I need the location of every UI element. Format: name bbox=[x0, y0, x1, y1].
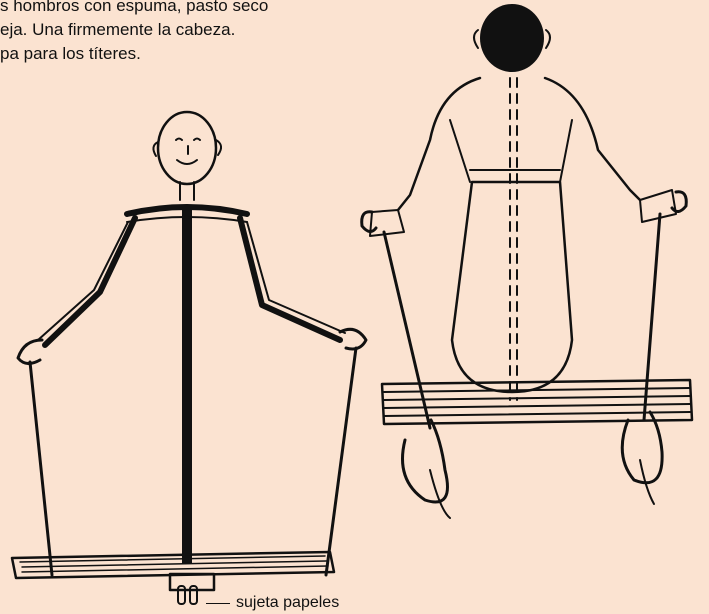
label-leader-line bbox=[206, 603, 230, 604]
puppet-head-back bbox=[480, 4, 544, 72]
paper-clip-label: sujeta papeles bbox=[206, 594, 339, 612]
puppet-skeleton bbox=[12, 112, 366, 604]
puppet-dressed bbox=[362, 4, 692, 518]
paper-clip-label-text: sujeta papeles bbox=[236, 594, 339, 612]
puppet-center-stick bbox=[182, 208, 192, 564]
